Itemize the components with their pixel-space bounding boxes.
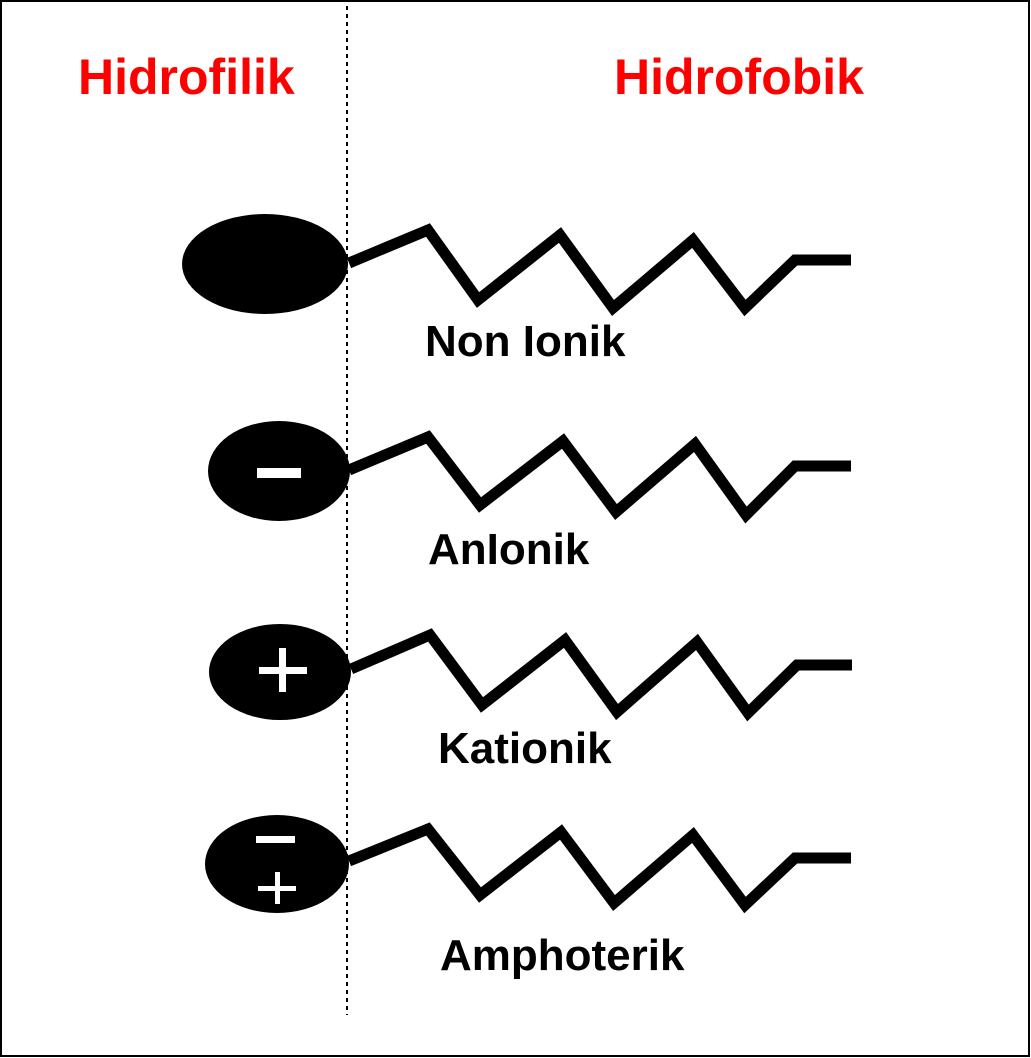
- hydrophobic-tail: [346, 822, 851, 914]
- minus-sign-icon: [257, 468, 301, 478]
- hydrophilic-head: [182, 214, 348, 314]
- surfactant-cationic: Kationik: [209, 624, 852, 773]
- hydrophobic-tail: [346, 430, 851, 524]
- hydrophilic-label: Hidrofilik: [78, 49, 295, 105]
- hydrophilic-head: [205, 815, 349, 913]
- surfactant-label: Kationik: [438, 724, 612, 773]
- surfactant-non-ionic: Non Ionik: [182, 214, 851, 366]
- minus-sign-icon: [256, 836, 295, 843]
- surfactant-label: Amphoterik: [440, 931, 685, 980]
- surfactant-amphoteric: Amphoterik: [205, 815, 851, 980]
- hydrophobic-label: Hidrofobik: [614, 49, 864, 105]
- hydrophobic-tail: [346, 223, 851, 317]
- plus-sign-icon: [259, 648, 307, 692]
- surfactant-label: Non Ionik: [425, 317, 626, 366]
- surfactant-anionic: AnIonik: [208, 421, 851, 574]
- plus-sign-icon: [258, 872, 296, 904]
- hydrophobic-tail: [348, 628, 852, 722]
- surfactant-label: AnIonik: [428, 525, 590, 574]
